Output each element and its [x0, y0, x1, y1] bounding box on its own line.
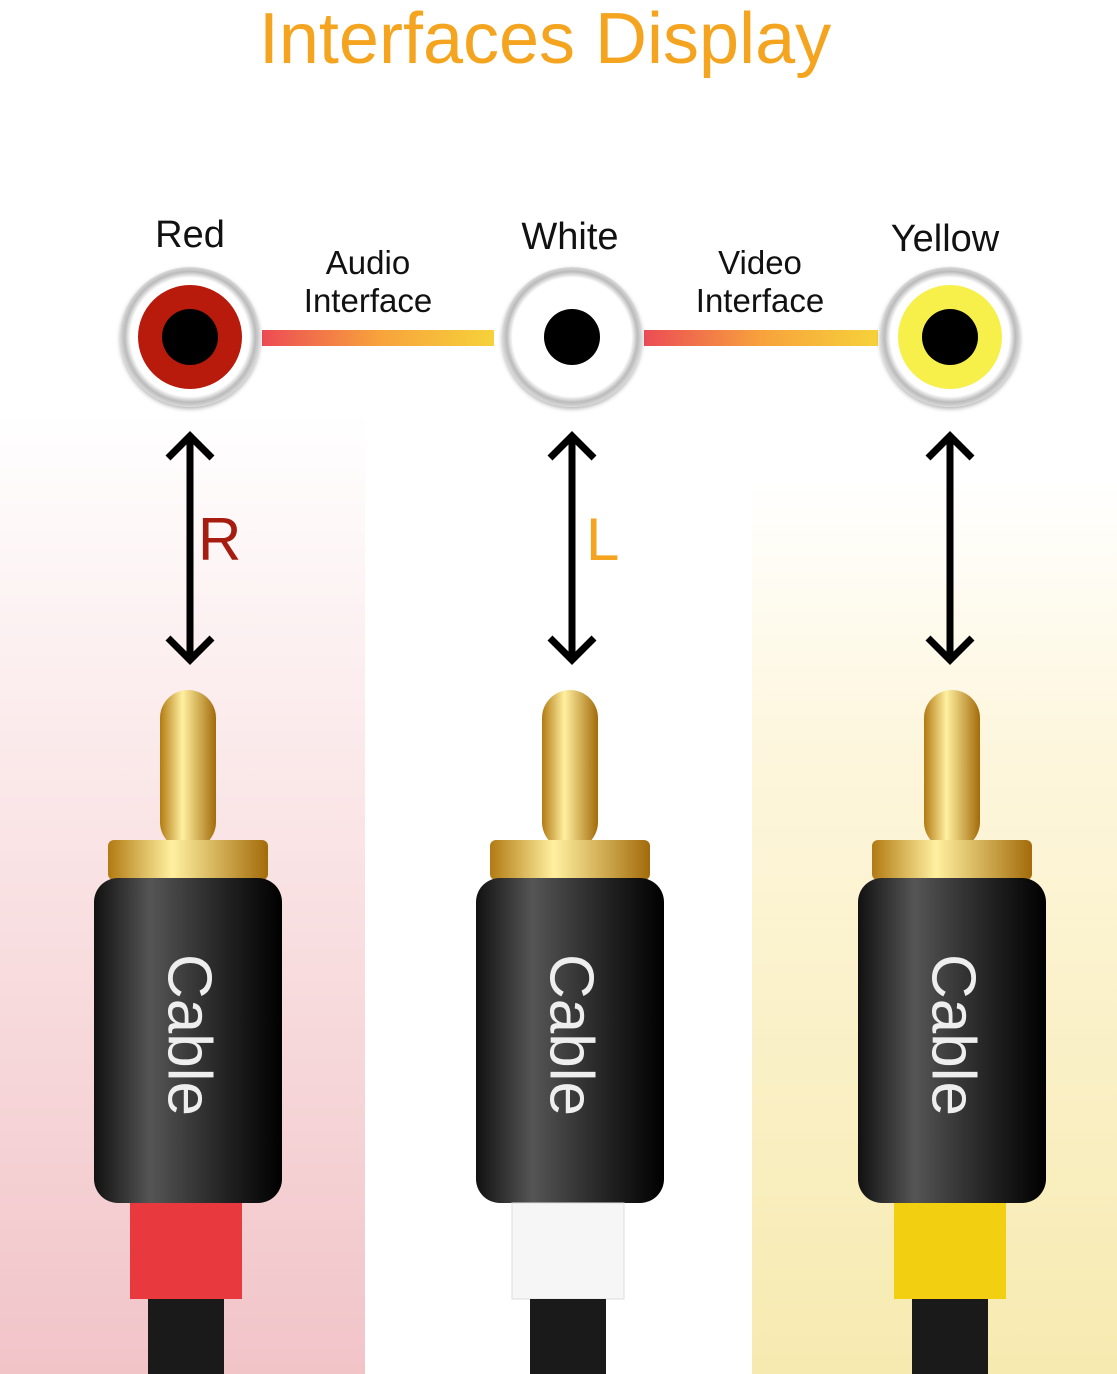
video-link-line	[644, 330, 878, 346]
label-yellow: Yellow	[890, 218, 1000, 260]
double-arrow-icon	[547, 431, 597, 665]
plug-brand-text: Cable	[918, 954, 988, 1116]
white-plug: Cable	[470, 690, 670, 1374]
audio-interface-label: Audio Interface	[303, 244, 433, 319]
double-arrow-icon	[925, 431, 975, 665]
label-white: White	[521, 216, 619, 258]
white-jack	[502, 267, 642, 407]
plug-brand-text: Cable	[536, 954, 606, 1116]
yellow-plug: Cable	[852, 690, 1052, 1374]
audio-link-line	[262, 330, 494, 346]
double-arrow-icon	[165, 431, 215, 665]
red-plug: Cable	[88, 690, 288, 1374]
red-jack	[120, 267, 260, 407]
video-interface-label: Video Interface	[695, 244, 825, 319]
yellow-jack	[880, 267, 1020, 407]
plug-brand-text: Cable	[154, 954, 224, 1116]
left-channel-label: L	[586, 506, 620, 573]
page-title: Interfaces Display	[258, 0, 832, 79]
label-red: Red	[155, 214, 225, 256]
right-channel-label: R	[198, 506, 242, 573]
